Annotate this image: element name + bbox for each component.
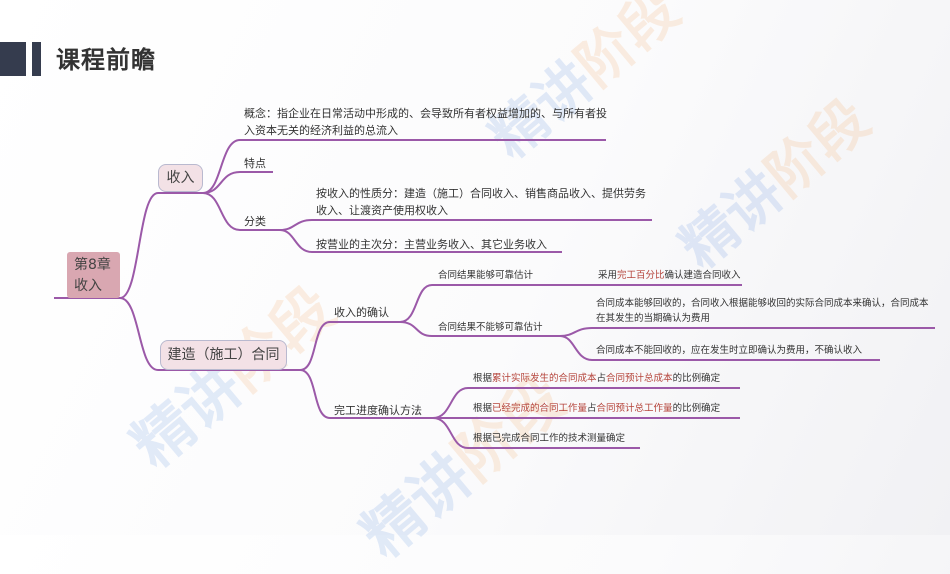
classification-node[interactable]: 分类	[244, 215, 266, 228]
features-node[interactable]: 特点	[244, 157, 266, 170]
progress-method-2[interactable]: 根据已经完成的合同工作量占合同预计总工作量的比例确定	[473, 401, 720, 416]
text: 根据	[473, 403, 493, 414]
highlight-text: 合同预计总工作量	[596, 403, 673, 414]
progress-method-node[interactable]: 完工进度确认方法	[334, 404, 422, 417]
topic-revenue[interactable]: 收入	[158, 164, 203, 192]
text: 采用	[598, 270, 618, 281]
topic-construction-contract[interactable]: 建造（施工）合同	[160, 340, 287, 370]
progress-method-1[interactable]: 根据累计实际发生的合同成本占合同预计总成本的比例确定	[473, 371, 720, 386]
page-title: 课程前瞻	[56, 46, 156, 74]
text: 占	[587, 403, 597, 414]
reliable-estimate-node[interactable]: 合同结果能够可靠估计	[438, 270, 534, 281]
highlight-text: 合同预计总成本	[606, 373, 673, 384]
root-line2: 收入	[74, 278, 102, 294]
highlight-text: 已经完成的合同工作量	[492, 403, 588, 414]
root-line1: 第8章	[74, 257, 111, 273]
root-node[interactable]: 第8章 收入	[67, 252, 120, 298]
topic-revenue-label: 收入	[166, 170, 195, 186]
text: 的比例确定	[672, 403, 721, 414]
unrecoverable-cost-node[interactable]: 合同成本不能回收的，应在发生时立即确认为费用，不确认收入	[596, 345, 863, 356]
text: 的比例确定	[672, 373, 721, 384]
revenue-recognition-node[interactable]: 收入的确认	[334, 306, 389, 319]
text: 根据	[473, 373, 493, 384]
percentage-completion-node[interactable]: 采用完工百分比确认建造合同收入	[598, 268, 741, 283]
unreliable-estimate-node[interactable]: 合同结果不能够可靠估计	[438, 322, 543, 333]
classify-by-business[interactable]: 按营业的主次分：主营业务收入、其它业务收入	[316, 238, 547, 251]
highlight-text: 完工百分比	[617, 270, 665, 281]
concept-node[interactable]: 概念：指企业在日常活动中形成的、会导致所有者权益增加的、与所有者投入资本无关的经…	[244, 107, 607, 137]
text: 确认建造合同收入	[664, 270, 741, 281]
text: 占	[596, 373, 607, 384]
progress-method-3[interactable]: 根据已完成合同工作的技术测量确定	[473, 433, 626, 444]
topic-construction-label: 建造（施工）合同	[167, 347, 280, 363]
highlight-text: 累计实际发生的合同成本	[492, 373, 597, 384]
mindmap-connectors	[54, 139, 935, 449]
recoverable-cost-node[interactable]: 合同成本能够回收的，合同收入根据能够收回的实际合同成本来确认，合同成本在其发生的…	[596, 298, 929, 324]
classify-by-nature[interactable]: 按收入的性质分：建造（施工）合同收入、销售商品收入、提供劳务收入、让渡资产使用权…	[316, 187, 646, 217]
